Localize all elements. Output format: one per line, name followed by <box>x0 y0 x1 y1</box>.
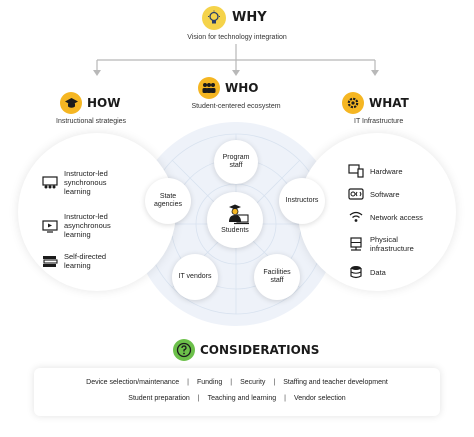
what-item-label: Software <box>370 189 400 199</box>
how-title: HOW <box>87 96 121 110</box>
lightbulb-icon <box>202 6 226 30</box>
why-subtitle: Vision for technology integration <box>187 34 287 41</box>
what-item: Software <box>348 187 400 201</box>
what-item: Network access <box>348 210 423 224</box>
considerations-title: CONSIDERATIONS <box>200 343 320 357</box>
separator: | <box>273 379 276 386</box>
considerations-box: Device selection/maintenance | Funding | Sec… <box>34 368 440 416</box>
what-circle <box>298 133 456 291</box>
considerations-row-1: Device selection/maintenance | Funding | Sec… <box>34 379 440 386</box>
separator: | <box>230 379 233 386</box>
devices-icon <box>348 164 364 178</box>
what-subtitle: IT Infrastructure <box>354 118 404 125</box>
who-node-facilities-staff: Facilities staff <box>254 254 300 300</box>
books-icon <box>43 256 58 267</box>
who-node-label: IT vendors <box>178 272 212 280</box>
consideration-item: Staffing and teacher development <box>283 379 388 386</box>
who-node-state-agencies: State agencies <box>145 178 191 224</box>
how-item: Self-directed learning <box>42 252 152 270</box>
how-item: Instructor-led asynchronous learning <box>42 212 152 239</box>
who-node-program-staff: Program staff <box>214 140 258 184</box>
consideration-item: Funding <box>197 379 223 386</box>
database-icon <box>350 266 362 279</box>
what-item: Physical infrastructure <box>348 235 428 253</box>
consideration-item: Security <box>240 379 266 386</box>
video-lesson-icon <box>42 219 58 233</box>
people-icon <box>198 77 220 99</box>
how-subtitle: Instructional strategies <box>56 118 127 125</box>
who-node-label: State agencies <box>153 192 183 209</box>
who-center-label: Students <box>221 227 249 235</box>
what-item: Data <box>348 265 386 279</box>
how-item-label: Instructor-led asynchronous learning <box>64 212 111 239</box>
gear-icon <box>342 92 364 114</box>
who-title: WHO <box>225 81 259 95</box>
consideration-item: Vendor selection <box>293 395 346 402</box>
who-node-label: Program staff <box>222 153 250 170</box>
consideration-item: Device selection/maintenance <box>86 379 180 386</box>
student-laptop-icon <box>229 204 249 225</box>
who-subtitle: Student-centered ecosystem <box>191 103 281 110</box>
what-title: WHAT <box>369 96 409 110</box>
what-item-label: Hardware <box>370 166 403 176</box>
who-node-it-vendors: IT vendors <box>172 254 218 300</box>
why-title: WHY <box>232 10 267 25</box>
server-icon <box>350 237 362 251</box>
how-item-label: Self-directed learning <box>64 252 107 270</box>
what-item-label: Physical infrastructure <box>370 235 414 253</box>
what-item-label: Data <box>370 267 386 277</box>
what-item: Hardware <box>348 164 403 178</box>
code-window-icon <box>348 188 364 200</box>
what-item-label: Network access <box>370 212 423 222</box>
separator: | <box>187 379 189 386</box>
classroom-icon <box>42 175 58 188</box>
who-node-label: Facilities staff <box>263 268 291 285</box>
question-bubble-icon <box>173 339 195 361</box>
graduation-cap-icon <box>60 92 82 114</box>
considerations-row-2: Student preparation | Teaching and learnin… <box>34 395 440 402</box>
who-node-label: Instructors <box>285 196 319 204</box>
who-center-students: Students <box>207 192 263 248</box>
how-item: Instructor-led synchronous learning <box>42 169 152 196</box>
consideration-item: Teaching and learning <box>207 395 277 402</box>
why-connectors <box>93 44 379 76</box>
how-item-label: Instructor-led synchronous learning <box>64 169 108 196</box>
who-node-instructors: Instructors <box>279 178 325 224</box>
separator: | <box>197 395 200 402</box>
consideration-item: Student preparation <box>128 395 190 402</box>
wifi-icon <box>349 211 363 222</box>
separator: | <box>284 395 286 402</box>
